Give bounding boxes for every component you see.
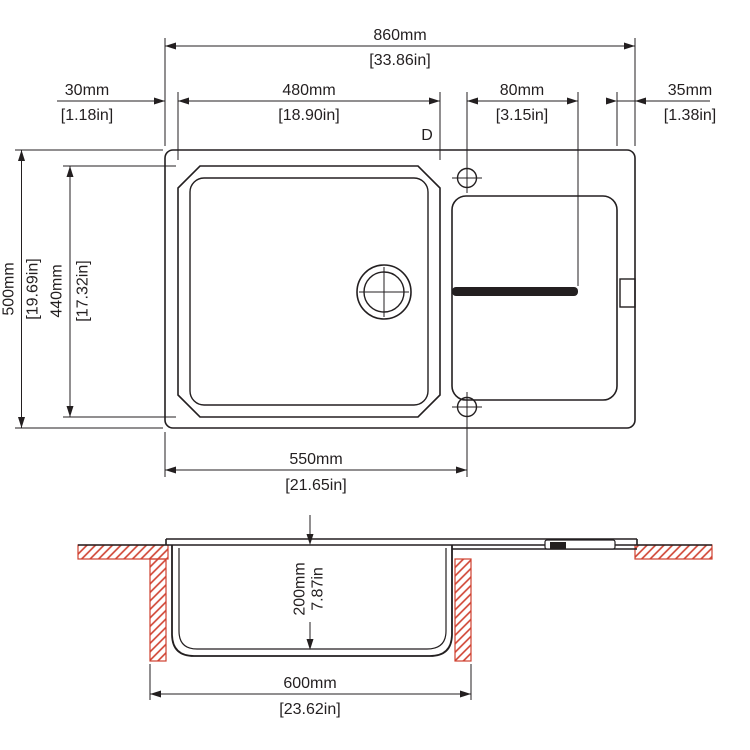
drainer-channel [452,287,578,296]
tap-zone-mm-label: 80mm [500,82,544,99]
cutout-width-mm-label: 600mm [283,675,336,692]
sink-section-view [77,538,713,662]
dimension-cutout-width: 600mm [23.62in] [149,664,472,718]
dimension-left-edge: 30mm [1.18in] [57,82,165,124]
arrowhead [178,97,189,105]
arrowhead [306,534,314,545]
drain [356,264,412,320]
bowl-depth-mm-label: 440mm [49,264,66,317]
cabinet-side-right [454,558,472,662]
tap-center-mm-label: 550mm [289,451,342,468]
tap-hole-section [550,542,566,549]
overall-depth-inch-label: [19.69in] [25,258,42,319]
bowl-width-mm-label: 480mm [282,82,335,99]
tap-hole-bottom [452,392,482,422]
bowl-width-inch-label: [18.90in] [278,107,339,124]
arrowhead [154,97,165,105]
arrowhead [429,97,440,105]
drain-outer-circle [356,264,412,320]
right-edge-mm-label: 35mm [668,82,712,99]
dimension-right-edge: 35mm [1.38in] [606,82,716,146]
arrowhead [456,466,467,474]
bowl-outer-edge [177,165,441,418]
arrowhead [467,97,478,105]
dimension-bowl-depth: 440mm [17.32in] [49,165,176,418]
arrowhead [66,406,74,417]
bowl-height-mm-label: 200mm [292,562,309,615]
dimension-tap-zone: 80mm [3.15in] [466,82,579,286]
arrowhead [306,639,314,650]
datum-label: D [421,127,433,144]
bowl-depth-inch-label: [17.32in] [75,260,92,321]
arrowhead [624,42,635,50]
arrowhead [460,690,471,698]
arrowhead [18,417,25,428]
dimension-tap-center: 550mm [21.65in] [164,421,468,494]
dimension-overall-width: 860mm [33.86in] [164,27,636,146]
arrowhead [635,97,646,105]
cabinet-side-left [149,558,167,662]
countertop-left [77,544,169,560]
arrowhead [165,42,176,50]
arrowhead [18,150,25,161]
arrowhead [165,466,176,474]
overall-width-inch-label: [33.86in] [369,52,430,69]
bowl-height-inch-label: 7.87in [310,567,327,611]
countertop-right [634,544,713,560]
left-edge-mm-label: 30mm [65,82,109,99]
tap-center-inch-label: [21.65in] [285,477,346,494]
overall-width-mm-label: 860mm [373,27,426,44]
dimension-bowl-height: 200mm 7.87in [292,515,327,650]
dimension-bowl-width: 480mm [18.90in] D [177,82,441,160]
left-edge-inch-label: [1.18in] [61,107,113,124]
arrowhead [567,97,578,105]
arrowhead [606,97,617,105]
arrowhead [150,690,161,698]
cutout-width-inch-label: [23.62in] [279,701,340,718]
overflow-slot [619,278,636,308]
bowl-inner-profile [178,548,447,650]
right-edge-inch-label: [1.38in] [664,107,716,124]
drainer-outline [451,195,618,401]
bowl-outer-profile [171,545,453,657]
dimension-overall-depth: 500mm [19.69in] [1,149,163,429]
tap-hole-top [452,163,482,193]
sink-top-view [164,149,636,429]
arrowhead [66,166,74,177]
tap-zone-inch-label: [3.15in] [496,107,548,124]
overall-depth-mm-label: 500mm [1,262,18,315]
bowl-inner-edge [189,177,429,406]
